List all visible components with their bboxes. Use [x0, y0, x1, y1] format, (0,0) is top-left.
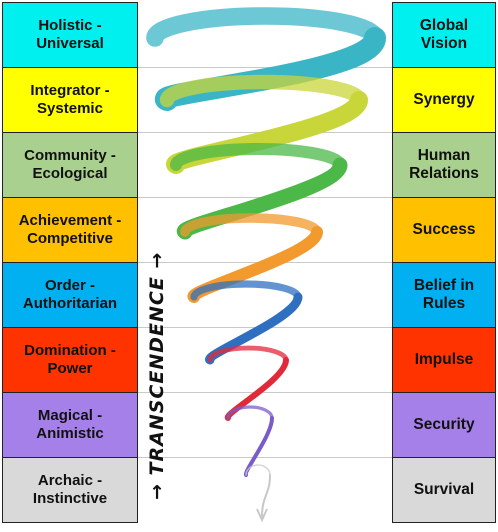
right-level-box-1: Global Vision — [392, 2, 496, 68]
left-level-box-3: Community - Ecological — [2, 132, 138, 198]
left-level-label: Integrator - Systemic — [30, 82, 110, 117]
right-level-label: Human Relations — [409, 147, 479, 182]
spiral-coil-back — [159, 74, 367, 108]
left-level-label: Domination - Power — [24, 342, 116, 377]
right-level-label: Belief in Rules — [413, 277, 475, 312]
spiral-coil-back — [226, 405, 274, 420]
right-level-box-4: Success — [392, 197, 496, 263]
right-level-label: Survival — [413, 481, 475, 498]
left-level-label: Magical - Animistic — [36, 407, 104, 442]
spiral-coil-back — [170, 143, 346, 171]
left-level-label: Archaic - Instinctive — [32, 472, 108, 507]
left-level-box-1: Holistic - Universal — [2, 2, 138, 68]
left-level-box-8: Archaic - Instinctive — [2, 457, 138, 523]
right-level-label: Security — [413, 416, 475, 433]
right-level-box-3: Human Relations — [392, 132, 496, 198]
right-level-label: Global Vision — [419, 17, 469, 52]
spiral-coil-front — [244, 416, 274, 477]
left-level-label: Holistic - Universal — [36, 17, 104, 52]
spiral-coil-back — [207, 345, 289, 363]
spiral-coil-back — [146, 7, 384, 47]
spiral-coil-back — [190, 280, 302, 301]
right-level-label: Success — [412, 221, 476, 238]
right-level-box-6: Impulse — [392, 327, 496, 393]
left-level-box-4: Achievement - Competitive — [2, 197, 138, 263]
right-level-label: Synergy — [413, 91, 475, 108]
row-divider — [138, 67, 392, 68]
left-level-box-2: Integrator - Systemic — [2, 67, 138, 133]
row-divider — [138, 457, 392, 458]
spiral-coil-back — [180, 213, 322, 237]
right-level-box-7: Security — [392, 392, 496, 458]
right-level-box-5: Belief in Rules — [392, 262, 496, 328]
right-level-box-8: Survival — [392, 457, 496, 523]
spiral-coil-front — [261, 474, 271, 518]
left-level-label: Achievement - Competitive — [18, 212, 122, 247]
left-level-box-6: Domination - Power — [2, 327, 138, 393]
transcendence-label: → TRANSCENDENCE → — [146, 251, 168, 500]
spiral-graphic — [146, 7, 386, 523]
left-level-box-7: Magical - Animistic — [2, 392, 138, 458]
left-level-label: Order - Authoritarian — [22, 277, 118, 312]
spiral-tail-arrow-icon — [256, 508, 268, 523]
row-divider — [138, 392, 392, 393]
right-level-label: Impulse — [414, 351, 474, 368]
left-level-label: Community - Ecological — [24, 147, 116, 182]
right-level-box-2: Synergy — [392, 67, 496, 133]
left-level-box-5: Order - Authoritarian — [2, 262, 138, 328]
spiral-coil-back — [245, 464, 271, 476]
